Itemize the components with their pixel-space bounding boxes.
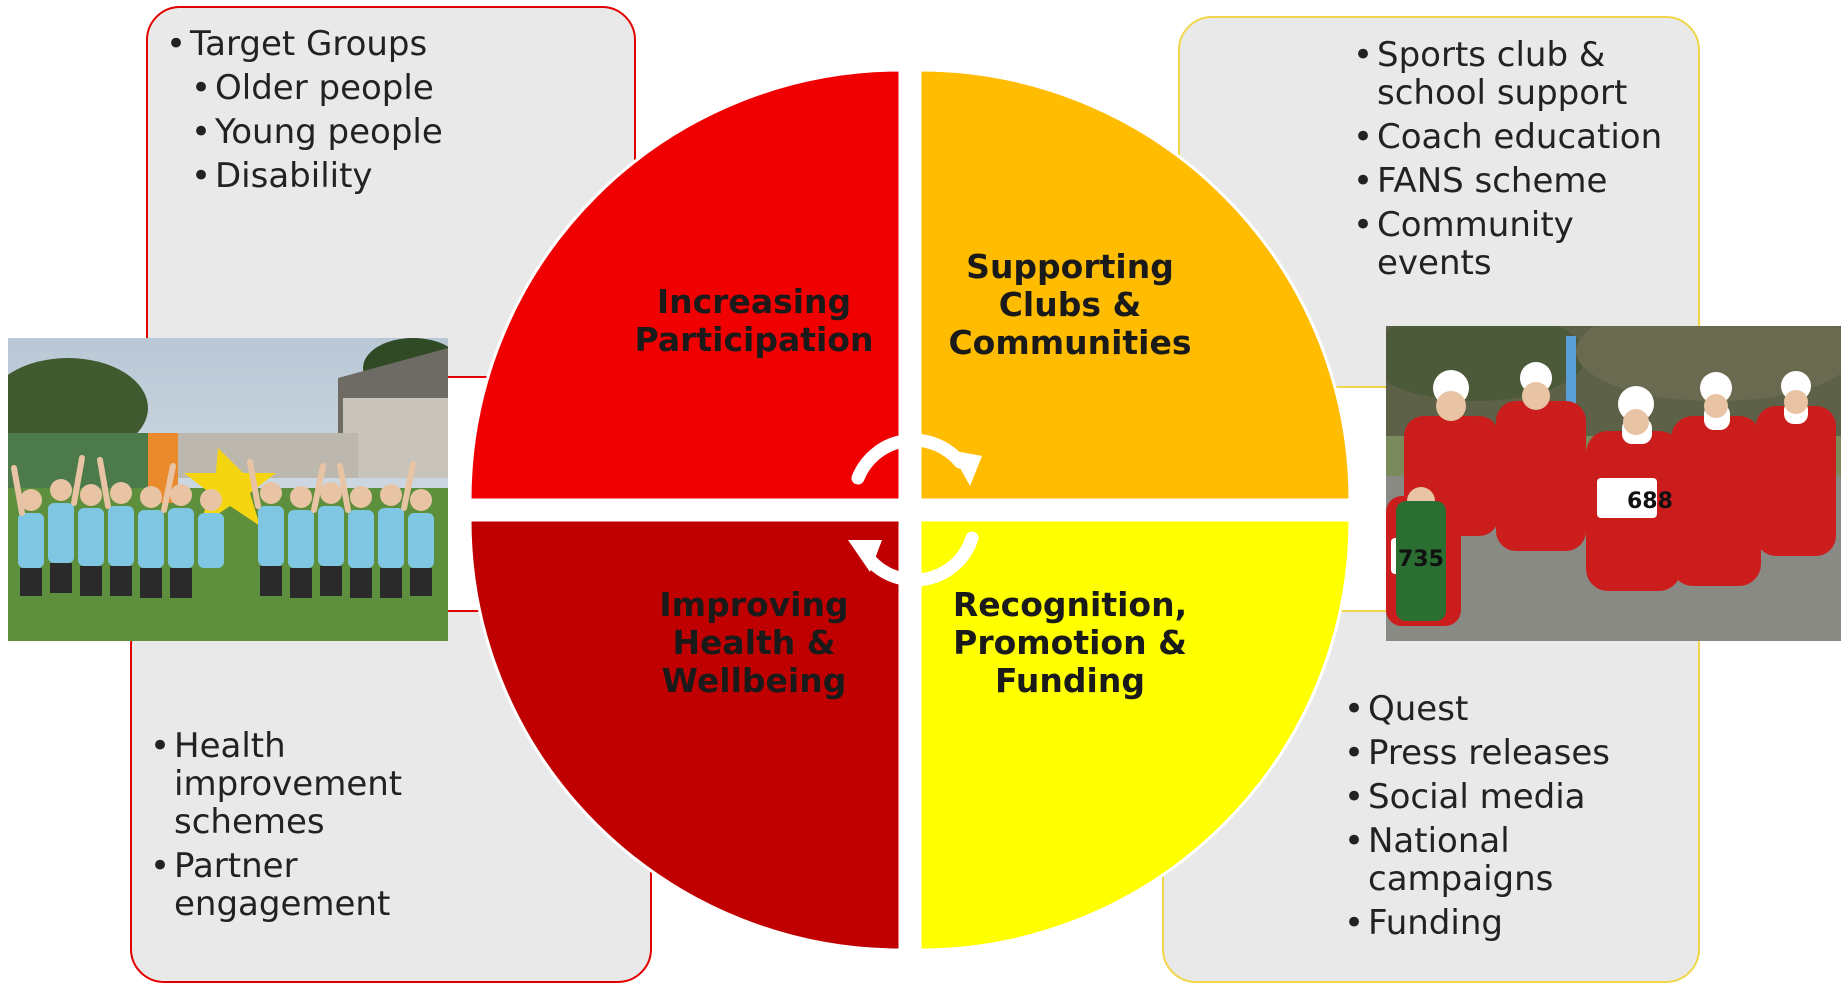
quadrant-label: Recognition,Promotion &Funding [953,585,1187,700]
bullet-item: Young people [191,113,586,151]
cycle-arrow-top-icon-head [950,450,982,486]
children-photo [8,338,448,641]
bullet-item: Older people [191,69,586,107]
bullet-item: Press releases [1344,734,1674,772]
bullet-item: Social media [1344,778,1674,816]
bullet-item: Community events [1353,206,1683,282]
bib-number: 735 [1398,547,1444,572]
bullet-item: Disability [191,157,586,195]
cycle-arrow-top-icon [851,433,967,485]
bullets-top-left: Target Groups Older people Young people … [166,25,586,201]
santa-run-photo: 688 735 [1386,326,1841,641]
quadrant-supporting-clubs [918,68,1352,502]
bullet-item: FANS scheme [1353,162,1683,200]
bullet-item: Funding [1344,904,1674,942]
bullets-bottom-left: Health improvement schemes Partner engag… [150,727,440,929]
bullets-bottom-right: Quest Press releases Social media Nation… [1344,690,1674,948]
cycle-arrow-bottom-icon [863,531,979,587]
quadrant-recognition-funding [918,518,1352,952]
bullet-item: Health improvement schemes [150,727,440,841]
bib-number: 688 [1627,489,1673,514]
bullet-item: Sports club & school support [1353,36,1683,112]
bullet-item: Partner engagement [150,847,440,923]
bullets-top-right: Sports club & school support Coach educa… [1353,36,1683,288]
bullet-item: Coach education [1353,118,1683,156]
quadrant-increasing-participation [468,68,902,502]
bullet-item: National campaigns [1344,822,1674,898]
bullet-item: Quest [1344,690,1674,728]
bullet-item: Target Groups [166,25,586,63]
cycle-arrow-bottom-icon-head [848,540,882,572]
quadrant-improving-health [468,518,902,952]
